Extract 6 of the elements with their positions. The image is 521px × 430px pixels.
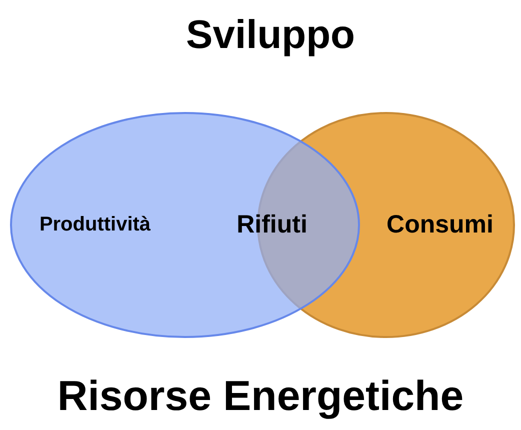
overlap-label: Rifiuti xyxy=(236,210,308,240)
set-label: Produttività xyxy=(39,214,151,236)
caption: Risorse Energetiche xyxy=(56,372,465,420)
set-label: Consumi xyxy=(386,210,494,240)
venn-ellipse xyxy=(10,112,360,338)
title: Sviluppo xyxy=(185,12,356,58)
